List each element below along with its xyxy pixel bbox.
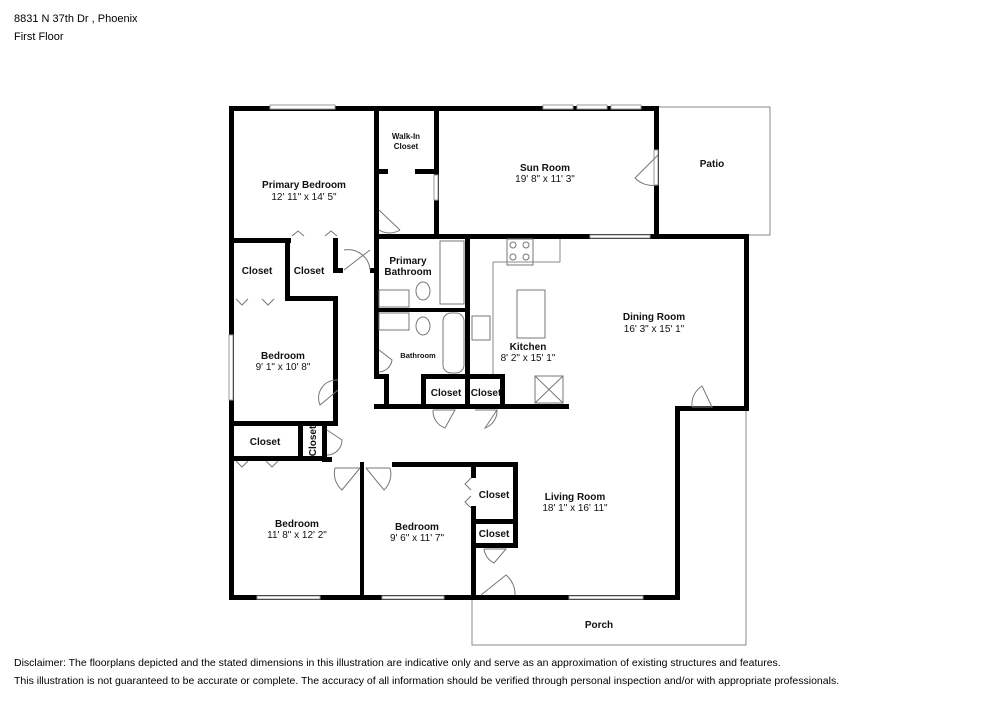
closet-c-label: Closet xyxy=(431,388,462,399)
sink-vanity xyxy=(378,289,410,308)
patio-outline xyxy=(654,106,771,236)
sink-vanity xyxy=(378,312,410,331)
kitchen-label: Kitchen xyxy=(510,342,547,353)
bedroom-2-label: Bedroom xyxy=(275,519,319,530)
dining-room-dim: 16' 3" x 15' 1" xyxy=(624,324,685,335)
porch-outline xyxy=(471,407,747,646)
bedroom-3-dim: 9' 6" x 11' 7" xyxy=(390,533,445,544)
property-address: 8831 N 37th Dr , Phoenix xyxy=(14,13,138,25)
bedroom-1-dim: 9' 1" x 10' 8" xyxy=(256,362,311,373)
closet-d-label: Closet xyxy=(471,388,502,399)
closet-g-label: Closet xyxy=(479,490,510,501)
primary-bedroom-dim: 12' 11" x 14' 5" xyxy=(271,192,337,203)
bedroom-1-label: Bedroom xyxy=(261,351,305,362)
living-room-label: Living Room xyxy=(545,492,606,503)
kitchen-island xyxy=(516,289,546,339)
sun-room-label: Sun Room xyxy=(520,163,570,174)
closet-a-label: Closet xyxy=(242,266,273,277)
bathtub-fixture xyxy=(442,312,465,374)
closet-e-label: Closet xyxy=(250,437,281,448)
disclaimer-line-2: This illustration is not guaranteed to b… xyxy=(14,675,840,687)
closet-h-label: Closet xyxy=(479,529,510,540)
fixtures xyxy=(378,238,564,404)
windows xyxy=(228,104,659,600)
primary-bedroom-label: Primary Bedroom xyxy=(262,180,346,191)
primary-bathroom-label-2: Bathroom xyxy=(384,267,431,278)
porch-label: Porch xyxy=(585,620,613,631)
bedroom-3-label: Bedroom xyxy=(395,522,439,533)
patio-label: Patio xyxy=(700,159,724,170)
kitchen-dim: 8' 2" x 15' 1" xyxy=(501,353,556,364)
kitchen-sink xyxy=(471,315,491,341)
doors xyxy=(235,154,713,596)
disclaimer-line-1: Disclaimer: The floorplans depicted and … xyxy=(14,657,781,669)
bathroom-label: Bathroom xyxy=(400,351,436,360)
walk-in-closet-label-2: Closet xyxy=(394,142,419,151)
walk-in-closet-label-1: Walk-In xyxy=(392,132,420,141)
primary-bathroom-label-1: Primary xyxy=(389,256,427,267)
closet-f-label: Closet xyxy=(308,425,319,456)
closet-b-label: Closet xyxy=(294,266,325,277)
toilet-fixture xyxy=(415,316,431,336)
dining-room-label: Dining Room xyxy=(623,312,685,323)
floor-label: First Floor xyxy=(14,31,64,43)
sun-room-dim: 19' 8" x 11' 3" xyxy=(515,174,575,185)
toilet-fixture xyxy=(415,281,431,301)
bedroom-2-dim: 11' 8" x 12' 2" xyxy=(267,530,327,541)
shower-fixture xyxy=(439,240,465,305)
living-room-dim: 18' 1" x 16' 11" xyxy=(542,503,608,514)
